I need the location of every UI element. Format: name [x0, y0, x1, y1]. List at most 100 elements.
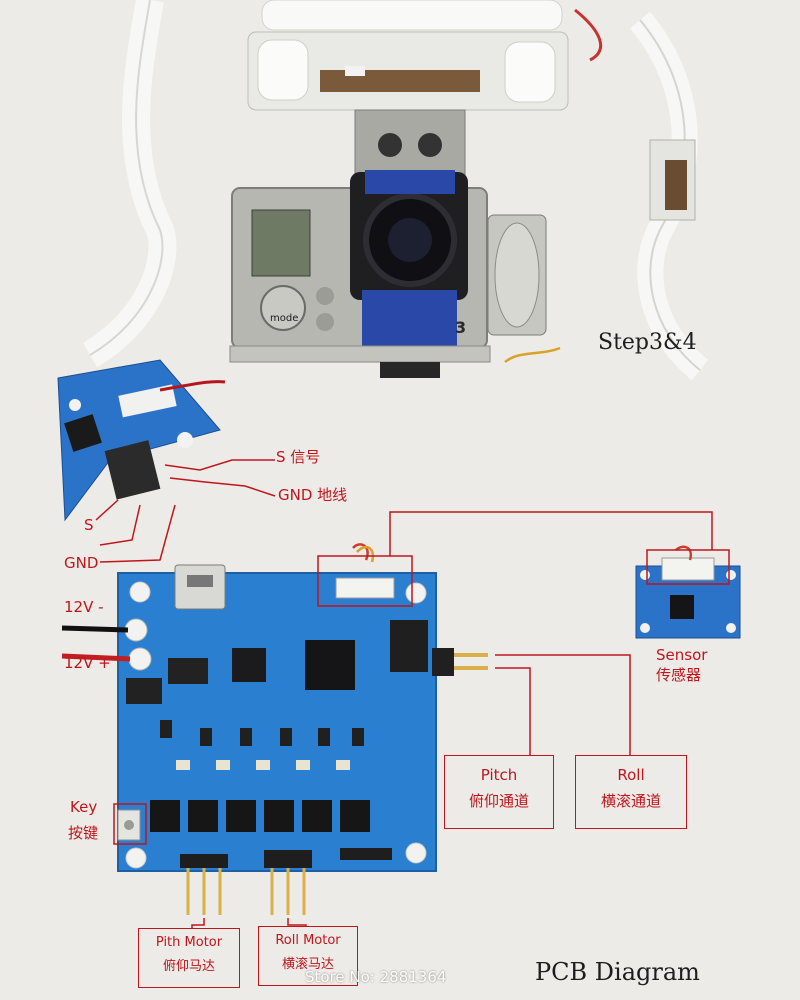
- aux-header: [340, 848, 392, 860]
- driver-chip-4: [264, 800, 294, 832]
- resistor-1: [176, 760, 190, 770]
- power-pad-minus: [124, 618, 148, 642]
- roll-motor-box: Roll Motor 横滚马达: [258, 926, 358, 986]
- transistor-5: [318, 728, 330, 746]
- small-board-hole: [177, 432, 193, 448]
- pitch-channel-label-en: Pitch: [480, 766, 518, 784]
- usb-chip: [232, 648, 266, 682]
- sensor-hole-2: [726, 570, 736, 580]
- key-button-cap: [124, 820, 134, 830]
- pitch-motor-label-cn: 俯仰马达: [162, 959, 215, 974]
- camera-lcd: [251, 209, 311, 277]
- transistor-6: [352, 728, 364, 746]
- resistor-5: [336, 760, 350, 770]
- header-block-right: [390, 620, 428, 672]
- transistor-4: [280, 728, 292, 746]
- sensor-hole-3: [640, 623, 650, 633]
- power-12v-minus-label: 12V -: [64, 598, 104, 616]
- transistor-3: [240, 728, 252, 746]
- resistor-4: [296, 760, 310, 770]
- connector-mini: [345, 66, 365, 76]
- damper-left: [257, 39, 309, 101]
- pcb-hole-tr: [405, 582, 427, 604]
- camera-bottom-bar: [229, 345, 491, 363]
- landing-gear-left: [82, 0, 177, 368]
- roll-motor-label-en: Roll Motor: [275, 933, 341, 948]
- regulator-2: [126, 678, 162, 704]
- pitch-motor-leader: [191, 918, 205, 928]
- gnd-wire-label: GND 地线: [278, 486, 348, 504]
- power-pad-plus: [128, 647, 152, 671]
- wire-black-12v-minus: [61, 625, 129, 633]
- sensor-connector: [335, 577, 395, 599]
- small-board-wire: [159, 380, 226, 392]
- sensor-hole-4: [726, 623, 736, 633]
- driver-chip-3: [226, 800, 256, 832]
- key-box: [113, 803, 147, 845]
- pitch-leader-line: [495, 667, 531, 755]
- callout-s-signal: [164, 459, 275, 471]
- resistor-3: [256, 760, 270, 770]
- small-board-group: [57, 359, 226, 522]
- photo-wire-yellow: [504, 346, 561, 364]
- driver-chip-6: [340, 800, 370, 832]
- camera-button-2: [316, 313, 334, 331]
- roll-motor-face: [494, 222, 540, 328]
- photo-wire-red: [574, 8, 603, 62]
- camera-mode-label: mode: [270, 313, 299, 324]
- sensor-chip: [670, 595, 694, 619]
- connector-link-line: [389, 511, 713, 556]
- strap-bottom: [362, 290, 457, 348]
- regulator-1: [168, 658, 208, 684]
- motor-top-left: [378, 133, 402, 157]
- annotation-lines: [95, 459, 730, 928]
- driver-chip-2: [188, 800, 218, 832]
- callout-gnd-1: [99, 504, 141, 546]
- pitch-motor-label-en: Pith Motor: [155, 935, 223, 950]
- gimbal-photo: [82, 0, 709, 381]
- power-12v-plus-label: 12V +: [64, 654, 111, 672]
- callout-s: [95, 499, 119, 521]
- small-board: [57, 359, 221, 522]
- pcb-hole-tl: [129, 581, 151, 603]
- pcb-connector-box: [317, 555, 413, 607]
- pitch-channel-box: Pitch 俯仰通道: [444, 755, 554, 829]
- store-watermark: Store No: 2881364: [305, 968, 447, 986]
- sensor-hole-1: [640, 570, 650, 580]
- key-label-cn: 按键: [68, 824, 99, 842]
- small-board-hole-2: [69, 399, 81, 411]
- controller-board-mini: [320, 70, 480, 92]
- camera-model-digit: 3: [455, 318, 467, 337]
- roll-leader-line: [495, 654, 631, 755]
- sensor-board-wire: [675, 545, 693, 561]
- wire-red-12v-plus: [61, 653, 131, 662]
- bracket: [354, 109, 466, 181]
- roll-channel-label-cn: 横滚通道: [600, 792, 661, 810]
- step-label: Step3&4: [598, 330, 697, 355]
- resistor-2: [216, 760, 230, 770]
- photo-sensor-board: [665, 160, 687, 210]
- damper-right: [504, 41, 556, 103]
- driver-chip-5: [302, 800, 332, 832]
- strap-top: [365, 170, 455, 194]
- sensor-connector-box: [646, 549, 730, 585]
- mcu-chip: [305, 640, 355, 690]
- header-connector-right: [432, 648, 454, 676]
- sensor-label-en: Sensor: [656, 646, 708, 664]
- camera-button-1: [316, 287, 334, 305]
- transistor-2: [200, 728, 212, 746]
- small-board-chip: [64, 414, 102, 452]
- pcb-hole-br: [405, 842, 427, 864]
- sensor-board-connector: [661, 557, 715, 581]
- roll-motor-header: [264, 850, 312, 868]
- callout-gnd-wire: [169, 477, 276, 497]
- roll-channel-box: Roll 横滚通道: [575, 755, 687, 829]
- small-board-pinheader: [104, 440, 161, 500]
- sensor-board-group: [635, 557, 741, 639]
- drone-body: [261, 0, 563, 31]
- transistor-1: [160, 720, 172, 738]
- usb-port: [187, 575, 213, 587]
- power-button: [260, 285, 306, 331]
